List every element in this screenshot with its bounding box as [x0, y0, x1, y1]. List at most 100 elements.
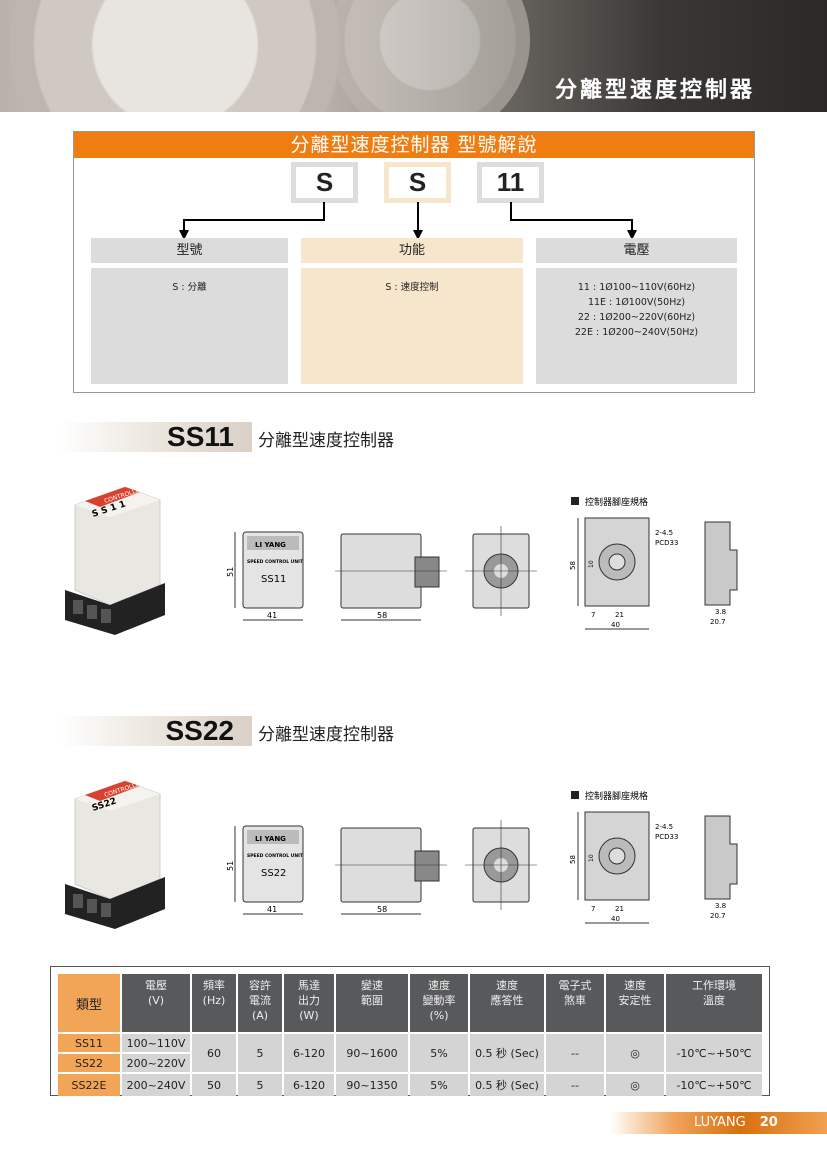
front-view: LI YANG SPEED CONTROL UNIT SS22 51 41 — [226, 825, 304, 915]
cell-stability: ◎ — [606, 1074, 664, 1096]
product-caption: 分離型速度控制器 — [258, 725, 394, 745]
cell-variation: 5% — [410, 1074, 468, 1096]
header-stability: 速度安定性 — [606, 974, 664, 1032]
svg-text:2-4.5: 2-4.5 — [655, 529, 673, 537]
column-header-type: 型號 — [91, 238, 288, 263]
voltage-line: 22E : 1Ø200~240V(50Hz) — [574, 327, 699, 338]
cell-current: 5 — [238, 1074, 282, 1096]
socket-specification: 控制器腳座規格 58 10 2-4.5 PCD33 7 21 40 — [569, 790, 678, 924]
gear-image — [10, 0, 340, 112]
svg-text:7: 7 — [591, 611, 595, 619]
header-current: 容許電流(A) — [238, 974, 282, 1032]
header-temperature: 工作環境溫度 — [666, 974, 762, 1032]
svg-text:58: 58 — [377, 905, 387, 914]
product-photo: CONTROLLER SS22 — [65, 780, 165, 929]
cell-voltage: 100~110V — [122, 1034, 190, 1052]
side-view: 58 — [335, 827, 447, 915]
cell-frequency: 50 — [192, 1074, 236, 1096]
svg-text:58: 58 — [377, 611, 387, 620]
square-bullet-icon — [571, 791, 579, 799]
bottom-view — [465, 820, 537, 910]
cell-voltage: 200~220V — [122, 1054, 190, 1072]
header-type: 類型 — [58, 974, 120, 1032]
column-body-type: S : 分離 — [91, 268, 288, 384]
svg-text:7: 7 — [591, 905, 595, 913]
header-response: 速度應答性 — [470, 974, 544, 1032]
svg-text:21: 21 — [615, 611, 624, 619]
header-voltage: 電壓(V) — [122, 974, 190, 1032]
svg-text:41: 41 — [267, 611, 277, 620]
explanation-title: 分離型速度控制器 型號解說 — [74, 132, 754, 158]
code-box-function: S — [384, 162, 451, 203]
svg-text:21: 21 — [615, 905, 624, 913]
dimension-drawings: LI YANG SPEED CONTROL UNIT SS22 51 41 58… — [226, 790, 738, 924]
bottom-view — [465, 526, 537, 616]
cell-frequency: 60 — [192, 1034, 236, 1072]
column-header-voltage: 電壓 — [536, 238, 737, 263]
cell-voltage: 200~240V — [122, 1074, 190, 1096]
voltage-line: 11 : 1Ø100~110V(60Hz) — [577, 282, 696, 293]
connector-arrows — [179, 202, 637, 240]
header-power: 馬達出力(W) — [284, 974, 334, 1032]
footer-brand: LUYANG — [694, 1115, 746, 1130]
svg-text:PCD33: PCD33 — [655, 833, 678, 841]
svg-text:51: 51 — [226, 567, 235, 577]
product-model-heading: SS22 — [60, 716, 252, 746]
column-body-voltage: 11 : 1Ø100~110V(60Hz) 11E : 1Ø100V(50Hz)… — [536, 268, 737, 384]
svg-text:SPEED CONTROL UNIT: SPEED CONTROL UNIT — [247, 559, 304, 565]
code-box-voltage: 11 — [477, 162, 544, 203]
svg-text:LI YANG: LI YANG — [255, 835, 286, 843]
cell-temperature: -10℃~+50℃ — [666, 1074, 762, 1096]
page-title: 分離型速度控制器 — [554, 78, 755, 103]
cell-brake: -- — [546, 1074, 604, 1096]
svg-text:SS11: SS11 — [261, 574, 286, 585]
cell-stability: ◎ — [606, 1034, 664, 1072]
cell-range: 90~1600 — [336, 1034, 408, 1072]
page-footer: LUYANG 20 — [610, 1112, 827, 1134]
spec-table: 類型 電壓(V) 頻率(Hz) 容許電流(A) 馬達出力(W) 變速範圍 速度變… — [50, 966, 770, 1096]
table-header-row: 類型 電壓(V) 頻率(Hz) 容許電流(A) 馬達出力(W) 變速範圍 速度變… — [58, 974, 762, 1032]
cell-current: 5 — [238, 1034, 282, 1072]
svg-text:40: 40 — [611, 915, 620, 923]
header-range: 變速範圍 — [336, 974, 408, 1032]
svg-text:58: 58 — [569, 855, 577, 864]
cell-response: 0.5 秒 (Sec) — [470, 1034, 544, 1072]
cell-power: 6-120 — [284, 1074, 334, 1096]
svg-text:51: 51 — [226, 861, 235, 871]
svg-text:10: 10 — [588, 560, 595, 568]
header-brake: 電子式煞車 — [546, 974, 604, 1032]
svg-text:2-4.5: 2-4.5 — [655, 823, 673, 831]
cell-model: SS22E — [58, 1074, 120, 1096]
square-bullet-icon — [571, 497, 579, 505]
socket-side-view: 3.8 20.7 — [704, 521, 738, 626]
svg-text:LI YANG: LI YANG — [255, 541, 286, 549]
gear-image — [330, 0, 530, 112]
cell-brake: -- — [546, 1034, 604, 1072]
svg-text:3.8: 3.8 — [715, 608, 726, 616]
header-variation: 速度變動率(%) — [410, 974, 468, 1032]
svg-text:41: 41 — [267, 905, 277, 914]
voltage-line: 11E : 1Ø100V(50Hz) — [587, 297, 686, 308]
cell-range: 90~1350 — [336, 1074, 408, 1096]
cell-model: SS22 — [58, 1054, 120, 1072]
svg-text:SPEED CONTROL UNIT: SPEED CONTROL UNIT — [247, 853, 304, 859]
function-line: S : 速度控制 — [385, 282, 439, 293]
model-explanation: 分離型速度控制器 型號解說 S S 11 型號 功能 電壓 S : 分離 S :… — [73, 131, 755, 393]
product-model-heading: SS11 — [60, 422, 252, 452]
svg-text:PCD33: PCD33 — [655, 539, 678, 547]
svg-text:40: 40 — [611, 621, 620, 629]
svg-text:20.7: 20.7 — [710, 618, 726, 626]
table-row: SS22 200~220V — [58, 1054, 762, 1072]
side-view: 58 — [335, 533, 447, 621]
svg-text:控制器腳座規格: 控制器腳座規格 — [585, 496, 648, 508]
code-box-type: S — [291, 162, 358, 203]
svg-text:SS22: SS22 — [261, 868, 286, 879]
header-frequency: 頻率(Hz) — [192, 974, 236, 1032]
svg-text:10: 10 — [588, 854, 595, 862]
column-body-function: S : 速度控制 — [301, 268, 523, 384]
socket-side-view: 3.8 20.7 — [704, 815, 738, 920]
dimension-drawings: LI YANG SPEED CONTROL UNIT SS11 51 41 58… — [226, 496, 738, 630]
page-number: 20 — [759, 1115, 778, 1130]
svg-text:58: 58 — [569, 561, 577, 570]
cell-response: 0.5 秒 (Sec) — [470, 1074, 544, 1096]
